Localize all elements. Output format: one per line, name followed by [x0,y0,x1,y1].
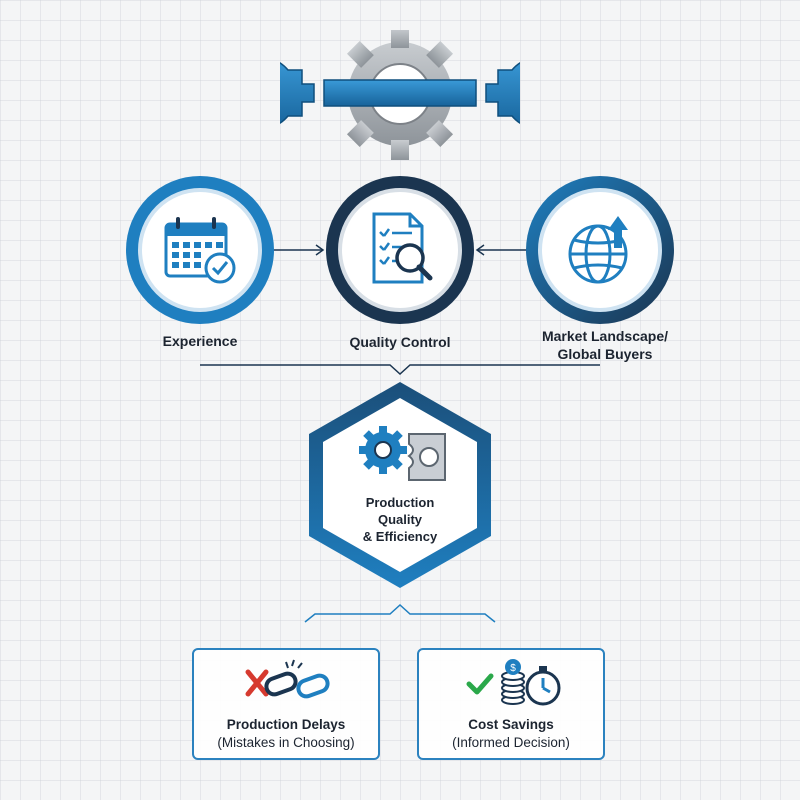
coins-stopwatch-icon: $ [466,659,561,706]
production-delays-card: Production Delays (Mistakes in Choosing) [192,648,380,760]
experience-label: Experience [162,333,238,349]
document-magnifier-icon [372,212,433,284]
experience-circle [126,176,274,324]
center-label: Production Quality & Efficiency [325,494,475,545]
center-label-line3: & Efficiency [362,529,438,544]
broken-chain-icon [245,659,330,699]
gears-icon [359,426,446,481]
production-delays-text: Production Delays (Mistakes in Choosing) [194,716,378,752]
quality-control-label: Quality Control [349,334,451,350]
market-label-line1: Market Landscape/ [541,328,669,344]
market-circle [526,176,674,324]
cost-savings-card: $ Cost Savings (Informed Decision) [417,648,605,760]
center-hexagon [309,382,491,588]
cost-savings-text: Cost Savings (Informed Decision) [419,716,603,752]
production-delays-subtitle: (Mistakes in Choosing) [217,735,355,750]
center-label-line1: Production [365,495,435,510]
cost-savings-title: Cost Savings [468,717,554,732]
cost-savings-subtitle: (Informed Decision) [452,735,570,750]
production-delays-title: Production Delays [226,717,346,732]
market-label: Market Landscape/ Global Buyers [520,327,690,363]
calendar-check-icon [164,217,236,284]
quality-control-circle [326,176,474,324]
svg-text:$: $ [510,663,516,674]
wrench-gear-icon [280,30,520,160]
center-label-line2: Quality [377,512,423,527]
market-label-line2: Global Buyers [557,346,653,362]
